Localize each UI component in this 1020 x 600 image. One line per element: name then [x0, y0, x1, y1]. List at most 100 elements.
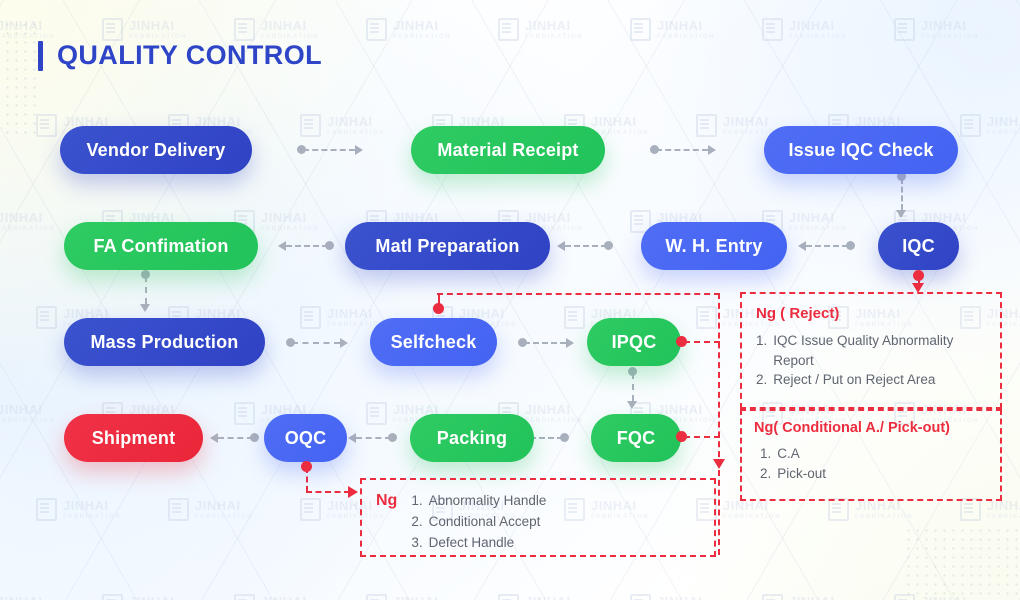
connector-arrow-left-icon — [348, 433, 356, 443]
note-item-text: IQC Issue Quality Abnormality Report — [773, 333, 954, 368]
reject-arrow-down-icon — [912, 283, 924, 293]
watermark-logo-icon — [960, 114, 981, 137]
note-item-number: 2. — [756, 372, 768, 388]
connector-line — [656, 149, 708, 151]
watermark-logo-icon — [36, 306, 57, 329]
node-iqc[interactable]: IQC — [878, 222, 959, 270]
node-label: FQC — [616, 427, 656, 448]
node-packing[interactable]: Packing — [410, 414, 534, 462]
watermark-logo-icon — [366, 402, 387, 425]
connector-arrow-right-icon — [340, 338, 348, 348]
connector-arrow-right-icon — [355, 145, 363, 155]
node-label: W. H. Entry — [665, 235, 763, 256]
watermark-logo-icon — [894, 594, 915, 600]
note-item-number: 1. — [756, 333, 768, 348]
note-item: 2. Pick-out — [760, 464, 992, 484]
fqc-reject-dot — [676, 431, 687, 442]
connector-line — [303, 149, 355, 151]
watermark-logo-icon — [960, 498, 981, 521]
node-selfcheck[interactable]: Selfcheck — [370, 318, 497, 366]
node-label: Issue IQC Check — [788, 139, 934, 160]
note-items: 1. Abnormality Handle 2. Conditional Acc… — [411, 491, 546, 554]
watermark-logo-icon — [36, 114, 57, 137]
connector-arrow-right-icon — [566, 338, 574, 348]
watermark-logo-icon — [234, 18, 255, 41]
note-item-number: 2. — [760, 466, 772, 482]
connector-line — [524, 342, 566, 344]
node-wh-entry[interactable]: W. H. Entry — [641, 222, 787, 270]
connector-dot — [604, 241, 613, 250]
node-label: Shipment — [91, 427, 176, 448]
connector-dot — [388, 433, 397, 442]
watermark-logo-icon — [762, 18, 783, 41]
watermark-logo-icon — [696, 114, 717, 137]
node-label: OQC — [284, 427, 327, 448]
note-item: 1. C.A — [760, 444, 992, 464]
note-items: 1. IQC Issue Quality Abnormality Report … — [756, 331, 990, 390]
node-shipment[interactable]: Shipment — [64, 414, 203, 462]
node-vendor-delivery[interactable]: Vendor Delivery — [60, 126, 252, 174]
connector-line — [356, 437, 391, 439]
watermark-logo-icon — [366, 18, 387, 41]
connector-line — [806, 245, 848, 247]
node-oqc[interactable]: OQC — [264, 414, 347, 462]
ipqc-reject-dot — [676, 336, 687, 347]
watermark-logo-icon — [630, 18, 651, 41]
watermark-logo-icon — [300, 498, 321, 521]
node-fqc[interactable]: FQC — [591, 414, 681, 462]
node-matl-preparation[interactable]: Matl Preparation — [345, 222, 550, 270]
connector-line — [218, 437, 253, 439]
title-accent-bar — [38, 40, 43, 71]
node-label: IQC — [902, 235, 935, 256]
note-box-conditional-pickout: Ng( Conditional A./ Pick-out) 1. C.A 2. … — [740, 409, 1002, 501]
watermark-logo-icon — [300, 114, 321, 137]
node-fa-confimation[interactable]: FA Confimation — [64, 222, 258, 270]
node-label: Packing — [436, 427, 508, 448]
background-dots-top-left — [0, 20, 40, 140]
node-mass-production[interactable]: Mass Production — [64, 318, 265, 366]
note-item: 2. Conditional Accept — [411, 512, 546, 533]
watermark-logo-icon — [564, 306, 585, 329]
connector-arrow-left-icon — [798, 241, 806, 251]
node-ipqc[interactable]: IPQC — [587, 318, 681, 366]
connector-arrow-left-icon — [210, 433, 218, 443]
watermark-logo-icon — [630, 594, 651, 600]
connector-arrow-down-icon — [627, 401, 637, 409]
node-label: Mass Production — [90, 331, 239, 352]
rework-vertical-line — [718, 470, 720, 555]
connector-dot — [250, 433, 259, 442]
watermark-logo-icon — [696, 306, 717, 329]
node-label: Selfcheck — [390, 331, 477, 352]
connector-dot — [325, 241, 334, 250]
node-issue-iqc-check[interactable]: Issue IQC Check — [764, 126, 958, 174]
connector-arrow-down-icon — [140, 304, 150, 312]
note-item-text: Abnormality Handle — [428, 493, 547, 508]
node-material-receipt[interactable]: Material Receipt — [411, 126, 605, 174]
connector-dot — [650, 145, 659, 154]
watermark-logo-icon — [828, 498, 849, 521]
note-item-number: 1. — [411, 493, 423, 508]
connector-line — [292, 342, 340, 344]
